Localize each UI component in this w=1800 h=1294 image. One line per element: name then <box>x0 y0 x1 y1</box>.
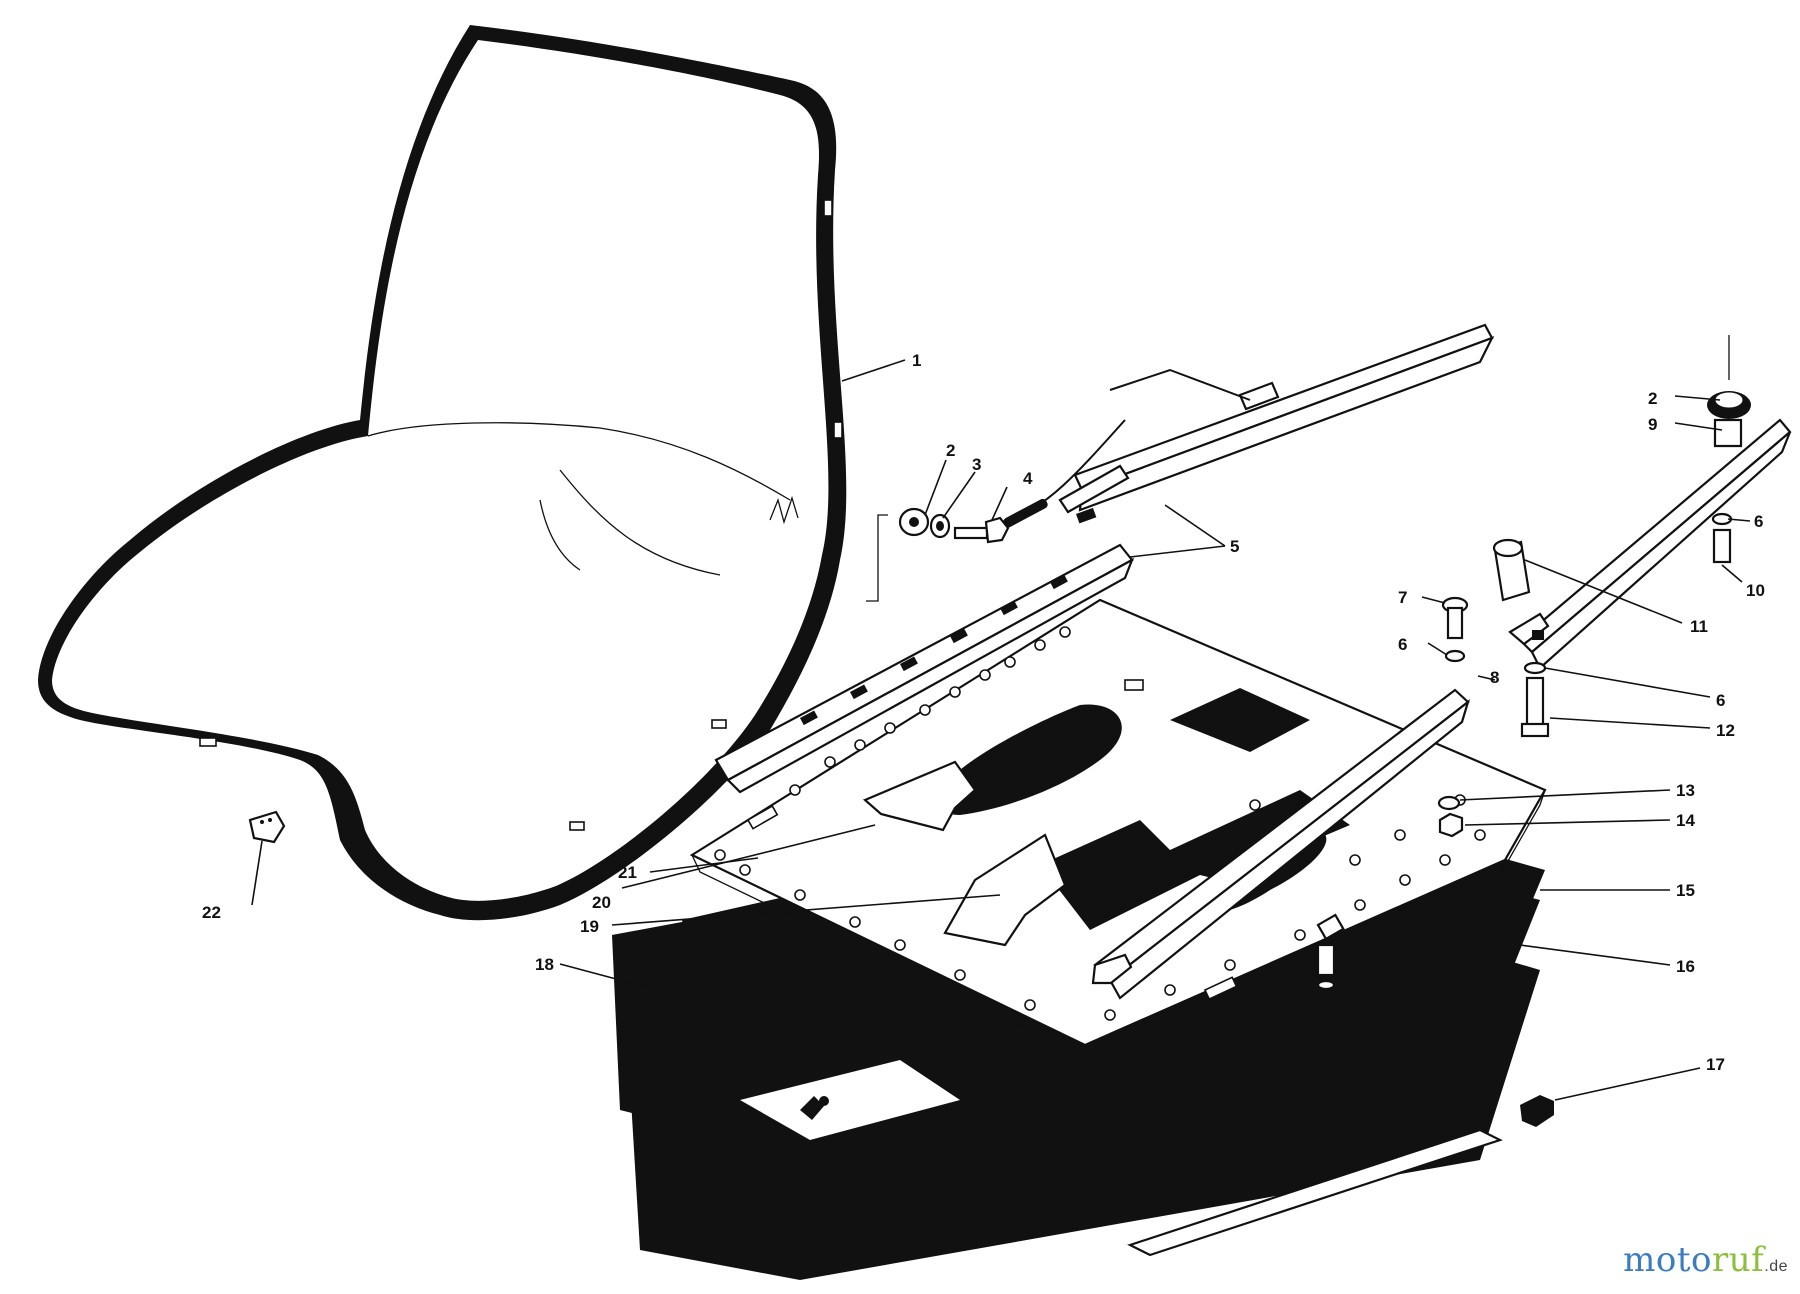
lower-slide-rail-left <box>714 543 1135 794</box>
callout-21: 21 <box>618 863 637 882</box>
callout-3: 3 <box>972 455 981 474</box>
callout-8: 8 <box>1490 668 1499 687</box>
callout-10: 10 <box>1746 581 1765 600</box>
upper-slide-rail-left <box>1003 323 1495 528</box>
callout-14: 14 <box>1676 811 1695 830</box>
watermark-part-2: ruf <box>1712 1240 1765 1280</box>
callout-18: 18 <box>535 955 554 974</box>
upper-slide-rail-right <box>1492 335 1792 670</box>
callout-19: 19 <box>580 917 599 936</box>
callout-labels: 1 2 3 4 5 2 9 6 10 7 6 8 11 6 12 13 14 1… <box>202 351 1765 1074</box>
watermark-part-1: moto <box>1623 1240 1713 1280</box>
watermark-suffix: .de <box>1764 1258 1788 1275</box>
callout-6-lower: 6 <box>1716 691 1725 710</box>
callout-22: 22 <box>202 903 221 922</box>
callout-4: 4 <box>1023 469 1033 488</box>
site-watermark: motoruf.de <box>1623 1240 1788 1280</box>
hardware-right <box>1316 512 1733 1127</box>
lower-slide-rail-right <box>1091 688 1471 1000</box>
seat <box>38 25 847 921</box>
callout-15: 15 <box>1676 881 1695 900</box>
callout-12: 12 <box>1716 721 1735 740</box>
callout-6-middle: 6 <box>1398 635 1407 654</box>
clip-part <box>248 810 286 844</box>
callout-2-left: 2 <box>946 441 955 460</box>
callout-1: 1 <box>912 351 921 370</box>
callout-20: 20 <box>592 893 611 912</box>
callout-16: 16 <box>1676 957 1695 976</box>
washer-bolt-set-left <box>866 507 1010 602</box>
callout-7: 7 <box>1398 588 1407 607</box>
callout-6-upper: 6 <box>1754 512 1763 531</box>
callout-11: 11 <box>1690 617 1708 636</box>
leader-lines <box>251 359 1751 1101</box>
callout-2-right: 2 <box>1648 389 1657 408</box>
callout-17: 17 <box>1706 1055 1725 1074</box>
callout-9: 9 <box>1648 415 1657 434</box>
callout-13: 13 <box>1676 781 1695 800</box>
callout-5: 5 <box>1230 537 1239 556</box>
